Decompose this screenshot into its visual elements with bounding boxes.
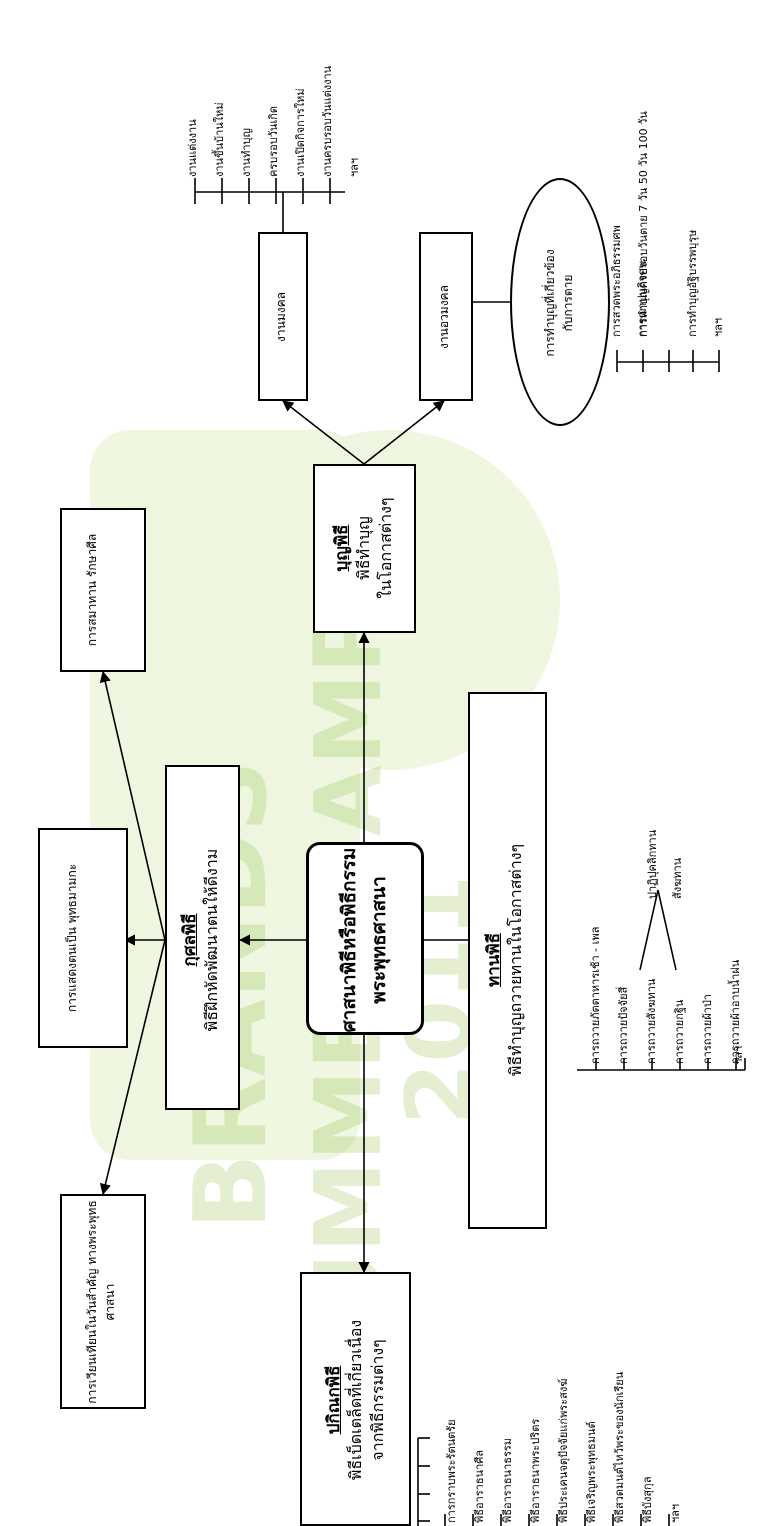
than-subtitle: พิธีทำบุญถวายทานในโอกาสต่างๆ	[506, 843, 525, 1077]
kusala-child-2-box	[38, 828, 128, 1048]
mongkhon-item: งานครบรอบวันแต่งงาน	[321, 65, 334, 177]
pakinnaka-item: ฯลฯ	[669, 1503, 682, 1523]
death-item: การทำบุญครบรอบวันตาย 7 วัน 50 วัน 100 วั…	[637, 111, 650, 337]
pakinnaka-title: ปกิณกพิธี	[324, 1365, 344, 1435]
than-item: การถวายภัตตาหารเช้า - เพล	[589, 926, 602, 1064]
pakinnaka-item: พิธีสวดมนต์ไหว้พระของนักเรียน	[613, 1371, 626, 1523]
than-item: ฯลฯ	[732, 1045, 745, 1065]
kusala-child-3-box	[60, 508, 146, 672]
center-title: ศาสนาพิธีหรือพิธีกรรม พระพุทธศาสนา	[334, 840, 396, 1040]
mongkhon-item: ฯลฯ	[348, 157, 361, 177]
center-line2: พระพุทธศาสนา	[368, 876, 390, 1004]
death-item: ฯลฯ	[712, 317, 725, 337]
kusala-title: กุศลพิธี	[180, 913, 200, 967]
pakinnaka-box	[300, 1272, 411, 1526]
pakinnaka-item: พิธีอาราธนาธรรม	[501, 1437, 514, 1523]
pakinnaka-text: ปกิณกพิธี พิธีเบ็ดเตล็ดที่เกี่ยวเนื่อง จ…	[323, 1305, 389, 1495]
mongkhon-item: ครบรอบวันเกิด	[267, 105, 280, 177]
pakinnaka-item: พิธีอาราธนาศีล	[473, 1450, 486, 1523]
pakinnaka-line2: พิธีเบ็ดเตล็ดที่เกี่ยวเนื่อง	[346, 1319, 365, 1481]
death-ellipse-line2: กับการตาย	[561, 274, 575, 332]
than-item: การถวายผ้าป่า	[701, 994, 714, 1064]
mongkhon-item: งานแต่งงาน	[186, 119, 199, 177]
center-line1: ศาสนาพิธีหรือพิธีกรรม	[338, 847, 360, 1033]
pakinnaka-item: พิธีประเคนจตุปัจจัยแก่พระสงฆ์	[557, 1378, 570, 1523]
pakinnaka-item: พิธีอาราธนาพระปริตร	[529, 1418, 542, 1523]
center-box	[306, 842, 424, 1035]
death-item: การสวดพระอภิธรรมศพ	[610, 225, 623, 337]
bun-title: บุญพิธี	[332, 524, 352, 572]
pakinnaka-item: พิธีเจริญพระพุทธมนต์	[585, 1421, 598, 1523]
pakinnaka-item: พิธีบังสุกุล	[641, 1476, 654, 1523]
mongkhon-item: งานทำบุญ	[240, 128, 253, 177]
kusala-child-1: การเวียนเทียนในวันสำคัญ ทางพระพุทธศาสนา	[85, 1200, 117, 1404]
death-item: การทำบุญอัฐิบรรพบุรุษ	[686, 229, 699, 337]
than-item: การถวายสังฆทาน	[645, 978, 658, 1064]
mongkhon-box	[258, 232, 308, 401]
than-item: การถวายกฐิน	[673, 999, 686, 1064]
mongkhon-label: งานมงคล	[274, 292, 288, 342]
than-box	[468, 692, 547, 1229]
death-ellipse-text: การทำบุญที่เกี่ยวข้อง กับการตาย	[541, 208, 579, 398]
death-ellipse-line1: การทำบุญที่เกี่ยวข้อง	[543, 249, 557, 357]
bun-box	[313, 464, 416, 633]
kusala-child-3: การสมาทาน รักษาศีล	[85, 533, 99, 647]
bun-line2: พิธีทำบุญ	[354, 516, 373, 580]
kusala-child-1-box	[60, 1194, 146, 1409]
kusala-text: กุศลพิธี พิธีฝึกหัดพัฒนาตนให้ดีงาม	[179, 765, 227, 1115]
mongkhon-item: งานเปิดกิจการใหม่	[294, 88, 307, 177]
than-text: ทานพิธี พิธีทำบุญถวายทานในโอกาสต่างๆ	[483, 810, 531, 1110]
than-item: การถวายปัจจัยสี่	[617, 986, 630, 1064]
mongkhon-item: งานขึ้นบ้านใหม่	[213, 102, 226, 177]
kusala-box	[165, 765, 240, 1110]
amongkhon-label: งานอวมงคล	[437, 285, 451, 349]
bun-line3: ในโอกาสต่างๆ	[376, 497, 395, 599]
bun-text: บุญพิธี พิธีทำบุญ ในโอกาสต่างๆ	[331, 468, 397, 628]
than-branch-item: สังฆทาน	[671, 857, 684, 899]
death-ellipse	[510, 178, 610, 426]
kusala-subtitle: พิธีฝึกหัดพัฒนาตนให้ดีงาม	[202, 848, 221, 1032]
pakinnaka-line3: จากพิธีกรรมต่างๆ	[368, 1339, 387, 1461]
kusala-child-2: การแสดงตนเป็น พุทธมามกะ	[65, 863, 79, 1013]
than-branch-item: ปาฏิปุคลิกทาน	[646, 829, 659, 899]
pakinnaka-item: การกราบพระรัตนตรัย	[445, 1419, 458, 1523]
than-title: ทานพิธี	[484, 933, 504, 987]
amongkhon-box	[419, 232, 473, 401]
